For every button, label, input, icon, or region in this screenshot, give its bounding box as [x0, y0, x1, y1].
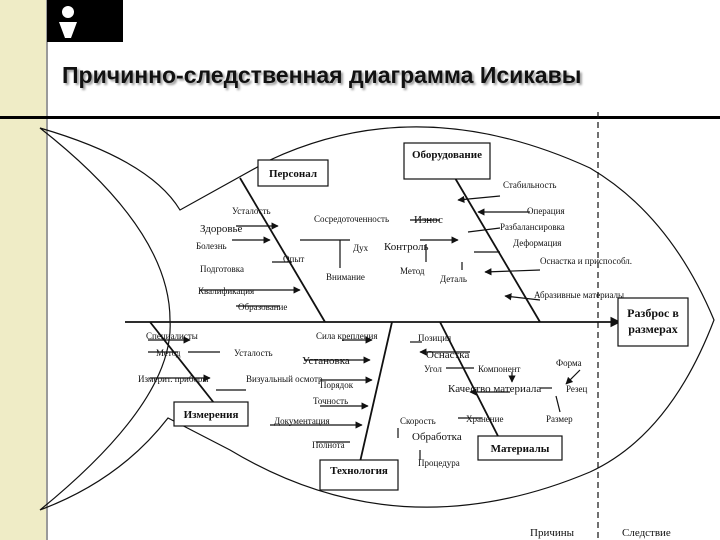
bone-personnel — [239, 177, 326, 323]
cause-concentration: Сосредоточенность — [314, 214, 389, 224]
bone-measurements — [149, 321, 219, 409]
cause-health: Здоровье — [200, 223, 243, 235]
cause-gauges: Измерит. приборы — [138, 374, 208, 384]
cause-material-quality: Качество материала — [448, 383, 541, 395]
sub-bone — [504, 293, 541, 301]
footer-effect: Следствие — [622, 527, 671, 539]
logo-icon — [59, 6, 77, 38]
cause-clamp-force: Сила крепления — [316, 331, 378, 341]
cause-method-top: Метод — [400, 266, 425, 276]
cause-component: Компонент — [478, 364, 521, 374]
cause-processing: Обработка — [412, 431, 462, 443]
category-box-materials — [477, 435, 563, 461]
category-box-equipment — [403, 142, 491, 180]
category-measurements: Измерения — [184, 409, 239, 421]
sub-bone — [565, 369, 581, 385]
cause-qualification: Квалификация — [198, 286, 254, 296]
cause-specialists: Специалисты — [146, 331, 198, 341]
page-title: Причинно-следственная диаграмма Исикавы — [62, 62, 582, 88]
cause-part: Деталь — [440, 274, 467, 284]
left-decor-rule — [46, 0, 48, 540]
cause-fatigue-top: Усталость — [232, 206, 271, 216]
cause-fatigue-bottom: Усталость — [234, 348, 273, 358]
cause-visual: Визуальный осмотр — [246, 374, 323, 384]
cause-cutting: Резец — [566, 384, 588, 394]
cause-education: Образование — [238, 302, 287, 312]
category-personnel: Персонал — [269, 168, 317, 180]
category-equipment: Оборудование — [412, 149, 482, 161]
cause-attention: Внимание — [326, 272, 365, 282]
cause-order: Порядок — [320, 380, 354, 390]
cause-position: Позиция — [418, 333, 451, 343]
cause-operation: Операция — [527, 206, 565, 216]
cause-training: Подготовка — [200, 264, 244, 274]
cause-storage: Хранение — [466, 414, 503, 424]
sub-bone — [467, 227, 501, 233]
cause-shape: Форма — [556, 358, 582, 368]
sub-bone — [457, 195, 501, 203]
category-box-technology — [319, 459, 399, 491]
effect-box — [617, 297, 689, 347]
fish-outline — [39, 126, 715, 511]
category-box-personnel — [257, 159, 329, 187]
cause-procedure: Процедура — [418, 458, 460, 468]
logo — [47, 0, 123, 42]
cause-illness: Болезнь — [196, 241, 227, 251]
sub-bone — [555, 395, 561, 413]
cause-documentation: Документация — [274, 416, 330, 426]
category-technology: Технология — [330, 465, 388, 477]
cause-setup: Установка — [302, 355, 350, 367]
cause-deformation: Деформация — [513, 238, 561, 248]
footer-causes: Причины — [530, 527, 575, 539]
cause-mood: Дух — [353, 243, 369, 253]
bone-materials — [439, 321, 501, 441]
cause-stability: Стабильность — [503, 180, 557, 190]
category-materials: Материалы — [491, 443, 550, 455]
category-box-measurements — [173, 401, 249, 427]
sub-bone — [484, 268, 541, 276]
left-decor-bar — [0, 0, 46, 540]
cause-abrasive: Абразивные материалы — [534, 290, 624, 300]
cause-speed: Скорость — [400, 416, 436, 426]
cause-control: Контроль — [384, 241, 428, 253]
cause-experience: Опыт — [283, 254, 304, 264]
cause-fixtures: Оснастка и приспособл. — [540, 256, 632, 266]
header-rule — [0, 116, 720, 119]
cause-wear: Износ — [414, 214, 443, 226]
cause-accuracy: Точность — [313, 396, 348, 406]
cause-size: Размер — [546, 414, 573, 424]
cause-angle: Угол — [424, 364, 442, 374]
cause-completeness: Полнота — [312, 440, 345, 450]
bone-technology — [359, 321, 393, 463]
cause-balancing: Разбалансировка — [500, 222, 565, 232]
effect-line2: размерах — [628, 322, 678, 336]
cause-method-bottom: Метод — [156, 348, 181, 358]
effect-line1: Разброс в — [627, 306, 679, 320]
cause-tooling: Оснастка — [426, 349, 469, 361]
